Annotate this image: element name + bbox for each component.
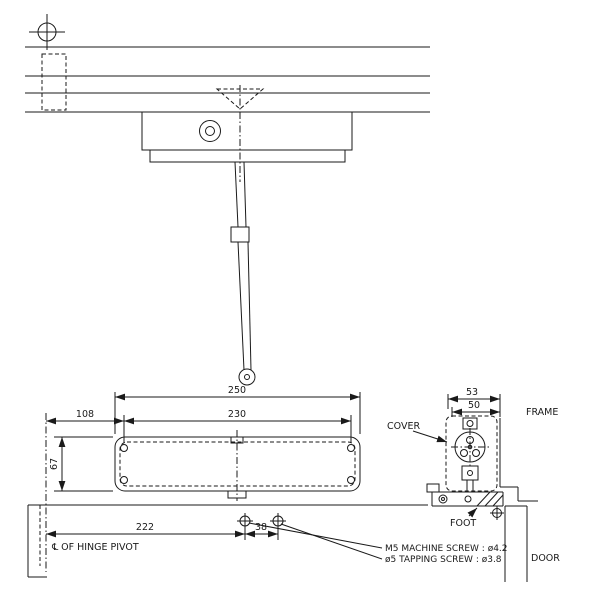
door-top-edge [27, 504, 428, 578]
dim-222: 222 [46, 522, 246, 540]
frame-label: FRAME [526, 407, 558, 418]
dim-250: 250 [114, 385, 361, 434]
closer-arm [230, 161, 256, 386]
dim-250-label: 250 [228, 385, 246, 396]
dim-38-label: 38 [255, 522, 267, 533]
dim-222-label: 222 [136, 522, 154, 533]
closer-body-plan [114, 430, 361, 501]
arm-channel-hidden [215, 85, 265, 182]
foot-label: FOOT [450, 518, 476, 529]
dim-38: 38 [245, 522, 279, 540]
section-view: 53 50 FRAME DOOR [387, 387, 560, 582]
center-mark-icon [29, 14, 65, 50]
mount-screw [347, 444, 355, 452]
dim-230-label: 230 [228, 409, 246, 420]
dim-108-label: 108 [76, 409, 94, 420]
arm-end-circle [238, 368, 256, 386]
machine-screw-note: M5 MACHINE SCREW : ø4.2 [385, 544, 508, 554]
elevation-view [25, 14, 430, 386]
hinge-hidden-outline [41, 53, 67, 111]
dim-230: 230 [123, 409, 352, 443]
screw-position-markers [237, 513, 286, 529]
dim-53: 53 [447, 387, 501, 417]
plan-view: 250 230 108 67 [27, 385, 428, 578]
dim-67: 67 [49, 436, 113, 492]
screw-note: M5 MACHINE SCREW : ø4.2 ø5 TAPPING SCREW… [248, 522, 508, 565]
cover-callout: COVER [387, 421, 448, 443]
dim-67-label: 67 [49, 458, 60, 470]
mount-screw [120, 476, 128, 484]
closer-body-side [141, 112, 353, 163]
cover-outline [445, 415, 498, 492]
cover-label: COVER [387, 421, 420, 432]
dim-50-label: 50 [468, 400, 480, 411]
dim-108: 108 [46, 409, 124, 425]
frame-head-lines [25, 46, 430, 113]
pivot-circle [199, 120, 221, 142]
dim-53-label: 53 [466, 387, 478, 398]
mount-screw [347, 476, 355, 484]
tapping-screw-note: ø5 TAPPING SCREW : ø3.8 [385, 555, 502, 565]
dim-50: 50 [451, 400, 500, 417]
hinge-pivot-centerline-label: ℄ OF HINGE PIVOT [51, 542, 139, 553]
door-label: DOOR [531, 553, 560, 564]
foot-bracket [426, 483, 504, 520]
door-section [504, 505, 528, 582]
mount-screw [120, 444, 128, 452]
frame-profile [499, 418, 538, 502]
closer-mechanism [451, 417, 489, 492]
arm-end-circle-inner [244, 374, 250, 380]
pivot-circle-inner [205, 126, 215, 136]
foot-callout: FOOT [450, 507, 478, 529]
